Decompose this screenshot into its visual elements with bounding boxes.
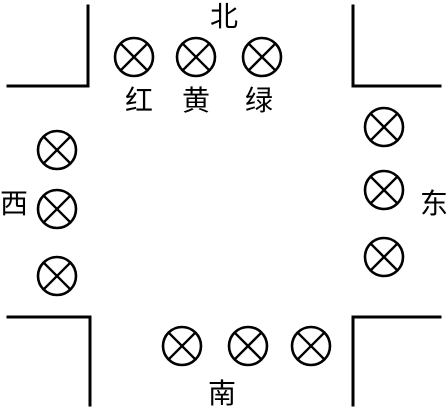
north-light-group: [113, 36, 283, 78]
east-light-group: [363, 106, 405, 278]
west-light-group: [36, 129, 78, 297]
east-light-1-cross-stroke-2: [369, 112, 399, 142]
north-red-light-icon: [113, 36, 155, 78]
east-light-3-cross-stroke-2: [369, 242, 399, 272]
east-light-3-icon: [363, 236, 405, 278]
road-edge-south-east-corner: [351, 315, 442, 407]
north-yellow-light-icon: [175, 36, 217, 78]
road-edge-north-west-corner: [6, 4, 90, 88]
south-light-3-cross-stroke-2: [296, 331, 326, 361]
north-green-light-icon: [241, 36, 283, 78]
north-green-light-cross-stroke-2: [247, 42, 277, 72]
west-light-2-icon: [36, 188, 78, 230]
south-light-1-icon: [161, 325, 203, 367]
road-edges: [6, 4, 442, 407]
south-light-group: [161, 325, 332, 367]
west-light-3-cross-stroke-2: [42, 261, 72, 291]
east-direction-label: 东: [419, 187, 448, 220]
north-red-light-cross-stroke-2: [119, 42, 149, 72]
west-light-3-icon: [36, 255, 78, 297]
west-light-1-cross-stroke-2: [42, 135, 72, 165]
road-edge-north-east-corner: [351, 4, 442, 88]
south-light-2-cross-stroke-2: [233, 331, 263, 361]
east-light-2-cross-stroke-2: [369, 175, 399, 205]
east-light-2-icon: [363, 169, 405, 211]
west-light-1-icon: [36, 129, 78, 171]
south-light-3-icon: [290, 325, 332, 367]
north-yellow-light-cross-stroke-2: [181, 42, 211, 72]
road-edge-south-west-corner: [6, 315, 92, 407]
north-red-label: 红: [124, 84, 154, 117]
east-light-1-icon: [363, 106, 405, 148]
west-light-2-cross-stroke-2: [42, 194, 72, 224]
north-green-label: 绿: [244, 84, 274, 117]
south-light-1-cross-stroke-2: [167, 331, 197, 361]
north-direction-label: 北: [209, 0, 239, 33]
south-direction-label: 南: [207, 377, 237, 410]
north-yellow-label: 黄: [181, 84, 211, 117]
south-light-2-icon: [227, 325, 269, 367]
west-direction-label: 西: [0, 187, 29, 220]
